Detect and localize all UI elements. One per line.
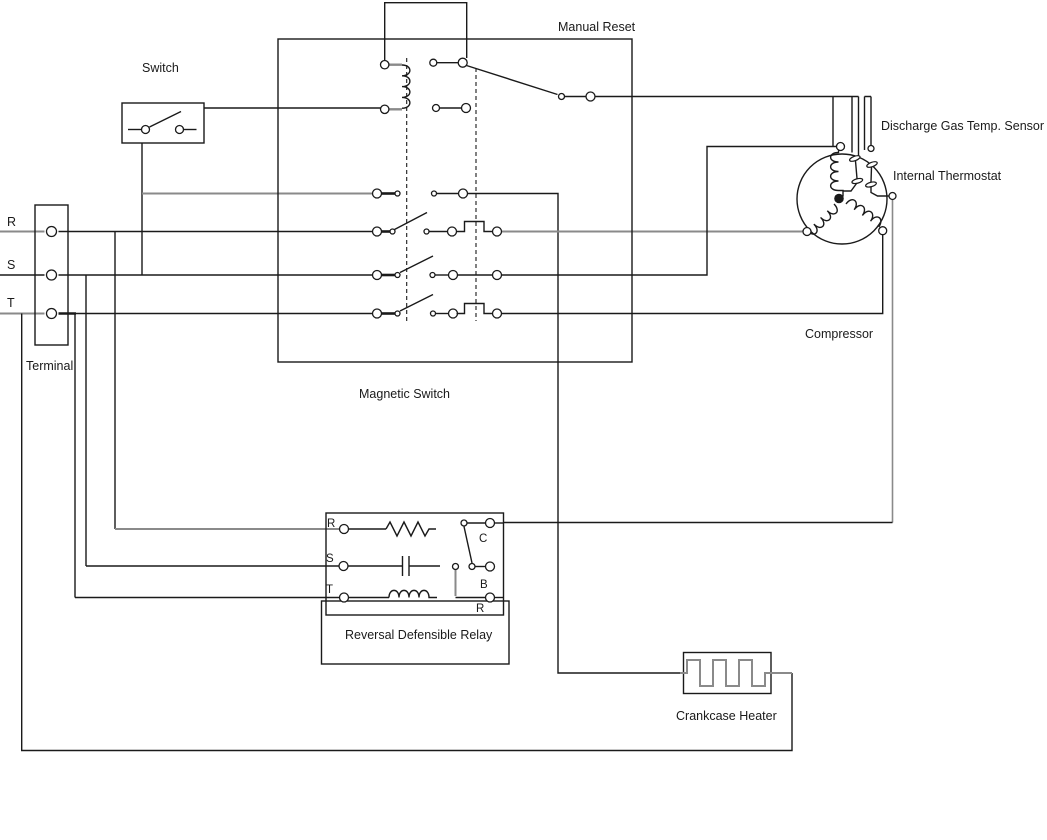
compressor-motor: Discharge Gas Temp. Sensor Internal Ther… <box>796 95 1044 341</box>
winding-right <box>845 199 882 228</box>
switch-blade <box>149 110 182 128</box>
coil <box>379 59 411 115</box>
star-point <box>834 193 844 204</box>
row2-overload <box>456 220 493 233</box>
contact-row-4 <box>371 293 503 319</box>
wire-row1-to-heater <box>467 192 680 674</box>
phase-label-r: R <box>7 215 16 229</box>
contact-row-3 <box>371 255 503 281</box>
crankcase-heater-label: Crankcase Heater <box>676 709 777 723</box>
wiring <box>0 95 894 752</box>
row4-blade <box>399 293 434 312</box>
relay-inner-box <box>325 512 505 616</box>
terminal-box <box>34 204 69 346</box>
relay-r2-contact <box>484 592 496 603</box>
compressor-terminal-right <box>878 226 888 236</box>
row3-blade <box>399 255 434 274</box>
relay-s-terminal <box>338 560 349 572</box>
coil-top-bridge <box>384 2 468 60</box>
terminal-t-lug <box>45 307 58 320</box>
internal-thermostat <box>863 95 897 201</box>
relay-label: Reversal Defensible Relay <box>345 628 493 642</box>
row2-blade <box>394 211 428 231</box>
manual-reset-contact <box>466 64 596 102</box>
discharge-sensor <box>843 96 864 192</box>
wire-row4-to-compressor <box>501 234 884 315</box>
wire-bottom-rail <box>21 313 793 752</box>
winding-top <box>829 150 840 192</box>
compressor-terminal-left <box>802 226 812 237</box>
terminal-block: R S T Terminal <box>7 204 73 373</box>
relay-c-contact <box>484 517 496 529</box>
terminal-label: Terminal <box>26 359 73 373</box>
reversal-relay: R S T C B R Reversal Defensible Relay <box>320 512 510 665</box>
compressor-body <box>796 153 888 245</box>
magnetic-switch-label: Magnetic Switch <box>359 387 450 401</box>
resistor <box>385 520 436 538</box>
magnetic-switch: Manual Reset Magnetic Switch <box>277 2 636 401</box>
compressor-terminal-top <box>835 141 846 152</box>
manual-reset-label: Manual Reset <box>558 20 636 34</box>
contact-row-2 <box>371 211 503 237</box>
capacitor <box>401 556 410 576</box>
winding-left <box>806 203 838 235</box>
row4-overload <box>456 302 493 315</box>
heater-element <box>680 659 792 687</box>
discharge-sensor-label: Discharge Gas Temp. Sensor <box>881 119 1044 133</box>
relay-outer-box <box>320 600 510 665</box>
relay-r-terminal <box>338 523 350 535</box>
main-switch: Switch <box>121 61 205 144</box>
magnetic-switch-box <box>277 38 633 363</box>
phase-label-s: S <box>7 258 15 272</box>
terminal-s-lug <box>45 269 58 281</box>
phase-label-t: T <box>7 296 15 310</box>
relay-t-terminal <box>338 592 350 603</box>
crankcase-heater: Crankcase Heater <box>676 651 792 723</box>
contact-row-1 <box>371 188 469 199</box>
relay-r2-label: R <box>476 603 484 615</box>
inductor <box>388 589 437 599</box>
relay-c-label: C <box>479 533 487 545</box>
compressor-label: Compressor <box>805 327 873 341</box>
heater-box <box>682 651 772 695</box>
relay-input-r-label: R <box>327 518 335 530</box>
relay-blade <box>463 526 473 564</box>
internal-thermostat-label: Internal Thermostat <box>893 169 1002 183</box>
switch-box <box>121 102 205 144</box>
manual-reset-blade <box>466 64 558 96</box>
thermostat-terminal <box>888 191 897 201</box>
terminal-r-lug <box>45 225 58 238</box>
relay-input-t-label: T <box>326 584 333 596</box>
relay-b-contact <box>484 561 496 572</box>
relay-b-label: B <box>480 579 488 591</box>
switch-label: Switch <box>142 61 179 75</box>
coil-winding <box>401 64 411 109</box>
relay-input-s-label: S <box>326 553 334 565</box>
wire-row3-to-compressor <box>501 145 837 276</box>
